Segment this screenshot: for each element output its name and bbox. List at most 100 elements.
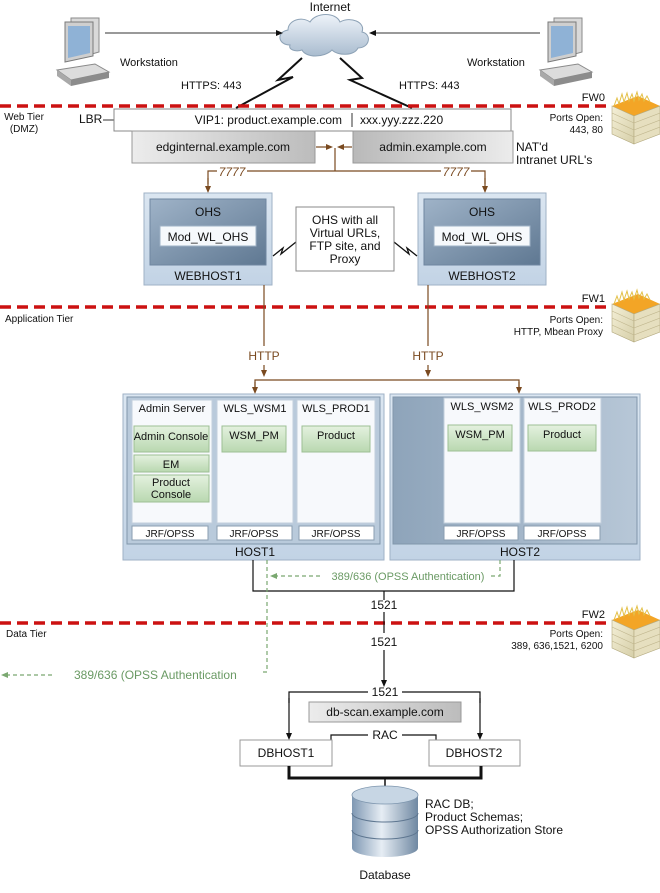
https-left-label: HTTPS: 443 xyxy=(181,80,242,92)
wls-prod2-panel xyxy=(523,397,602,524)
em-box xyxy=(133,454,210,473)
database-icon xyxy=(351,785,419,857)
webhost2-module-box xyxy=(433,225,531,247)
opss-auth-hosts-label: 389/636 (OPSS Authentication) xyxy=(332,571,485,583)
edginternal-box xyxy=(131,130,316,164)
firewall-icon xyxy=(611,288,660,343)
label-bg xyxy=(441,164,471,178)
label-bg xyxy=(217,164,247,178)
fw2-ports-label: Ports Open: xyxy=(550,629,603,640)
port-7777-left: 7777 xyxy=(219,165,247,179)
host2: HOST2 WLS_WSM2 WSM_PM JRF/OPSS WLS_PROD2… xyxy=(389,393,641,561)
lbr-label: LBR xyxy=(79,112,103,126)
http-left-label: HTTP xyxy=(248,349,279,363)
edginternal-url: edginternal.example.com xyxy=(156,140,290,154)
data-tier-label: Data Tier xyxy=(6,629,47,640)
db-scan: db-scan.example.com xyxy=(326,705,443,719)
product-console-line1: Product xyxy=(152,477,190,489)
wsm-pm1: WSM_PM xyxy=(229,430,279,442)
https-right-label: HTTPS: 443 xyxy=(399,80,460,92)
port-1521-upper: 1521 xyxy=(371,598,398,612)
webhost2-ohs: OHS xyxy=(469,205,495,219)
lbr-ip: xxx.yyy.zzz.220 xyxy=(360,113,443,127)
dbhost2: DBHOST2 xyxy=(446,746,503,760)
workstation-icon xyxy=(538,17,594,86)
fw0-name: FW0 xyxy=(582,92,605,104)
note-link-right xyxy=(393,241,418,257)
ohs-note-line2: Virtual URLs, xyxy=(310,226,380,240)
product-console-line2: Console xyxy=(151,489,191,501)
wsm-pm2-box xyxy=(447,424,513,452)
wls-prod2-name: WLS_PROD2 xyxy=(528,401,596,413)
product1: Product xyxy=(317,430,355,442)
webhost2-module: Mod_WL_OHS xyxy=(442,230,523,244)
wsm2-jrf-box xyxy=(443,525,519,541)
fw0-ports: 443, 80 xyxy=(570,125,604,136)
admin-url-box xyxy=(352,130,514,164)
port-1521-split: 1521 xyxy=(372,685,399,699)
wls-prod1-name: WLS_PROD1 xyxy=(302,403,370,415)
prod2-jrf-box xyxy=(523,525,601,541)
workstation-right-label: Workstation xyxy=(467,57,525,69)
fw1-name: FW1 xyxy=(582,293,605,305)
fw2-name: FW2 xyxy=(582,609,605,621)
prod1-jrf-box xyxy=(298,525,375,541)
rac-label: RAC xyxy=(372,728,398,742)
dbhost1: DBHOST1 xyxy=(258,746,315,760)
host2-name: HOST2 xyxy=(500,545,540,559)
host1-name: HOST1 xyxy=(235,545,275,559)
admin-console: Admin Console xyxy=(134,431,209,443)
em: EM xyxy=(163,459,180,471)
ohs-note-box xyxy=(295,206,395,272)
wls-wsm2-name: WLS_WSM2 xyxy=(451,401,514,413)
webhost1-module: Mod_WL_OHS xyxy=(168,230,249,244)
webhost2: OHS Mod_WL_OHS WEBHOST2 xyxy=(417,192,547,286)
wsm1-jrf-box xyxy=(216,525,293,541)
wsm-pm2: WSM_PM xyxy=(455,429,505,441)
port-7777-bus xyxy=(207,170,486,184)
prod1-jrf: JRF/OPSS xyxy=(312,529,361,540)
wls-wsm1-name: WLS_WSM1 xyxy=(224,403,287,415)
admin-url: admin.example.com xyxy=(379,140,486,154)
firewall-icon xyxy=(611,90,660,145)
dbhost1-box xyxy=(239,739,333,767)
product2-box xyxy=(527,424,597,452)
admin-jrf: JRF/OPSS xyxy=(146,529,195,540)
prod2-jrf: JRF/OPSS xyxy=(538,529,587,540)
database-desc-line1: RAC DB; xyxy=(425,797,474,811)
product1-box xyxy=(301,425,371,453)
webhost1-name: WEBHOST1 xyxy=(174,269,242,283)
db-scan-box xyxy=(308,701,462,723)
wsm-pm1-box xyxy=(221,425,287,453)
internet-cloud-icon xyxy=(279,14,369,57)
ohs-note-line1: OHS with all xyxy=(312,213,378,227)
fw1-ports-label: Ports Open: xyxy=(550,315,603,326)
product-console-box xyxy=(133,474,210,503)
product2: Product xyxy=(543,429,581,441)
admin-jrf-box xyxy=(131,525,209,541)
fw2-ports: 389, 636,1521, 6200 xyxy=(511,641,603,652)
http-right-label: HTTP xyxy=(412,349,443,363)
fw1-ports: HTTP, Mbean Proxy xyxy=(514,327,603,338)
workstation-left-label: Workstation xyxy=(120,57,178,69)
rac-left xyxy=(330,734,368,740)
nat-line2: Intranet URL's xyxy=(516,153,592,167)
webhost2-name: WEBHOST2 xyxy=(448,269,516,283)
webhost1-module-box xyxy=(159,225,257,247)
workstation-icon xyxy=(55,17,111,86)
https-link-left xyxy=(235,57,303,109)
http-bus xyxy=(254,379,520,388)
internet-label: Internet xyxy=(310,0,351,14)
app-tier-label: Application Tier xyxy=(5,314,74,325)
database-desc-line2: Product Schemas; xyxy=(425,810,523,824)
port-1521-lower: 1521 xyxy=(371,635,398,649)
database-label: Database xyxy=(359,868,411,882)
db-bus xyxy=(287,766,483,780)
ohs-note-line3: FTP site, and xyxy=(309,239,380,253)
port-7777-right: 7777 xyxy=(443,165,471,179)
db-split-right xyxy=(402,691,481,703)
wls-prod1-panel xyxy=(296,399,376,524)
fw0-ports-label: Ports Open: xyxy=(550,113,603,124)
web-tier-sublabel: (DMZ) xyxy=(10,124,38,135)
